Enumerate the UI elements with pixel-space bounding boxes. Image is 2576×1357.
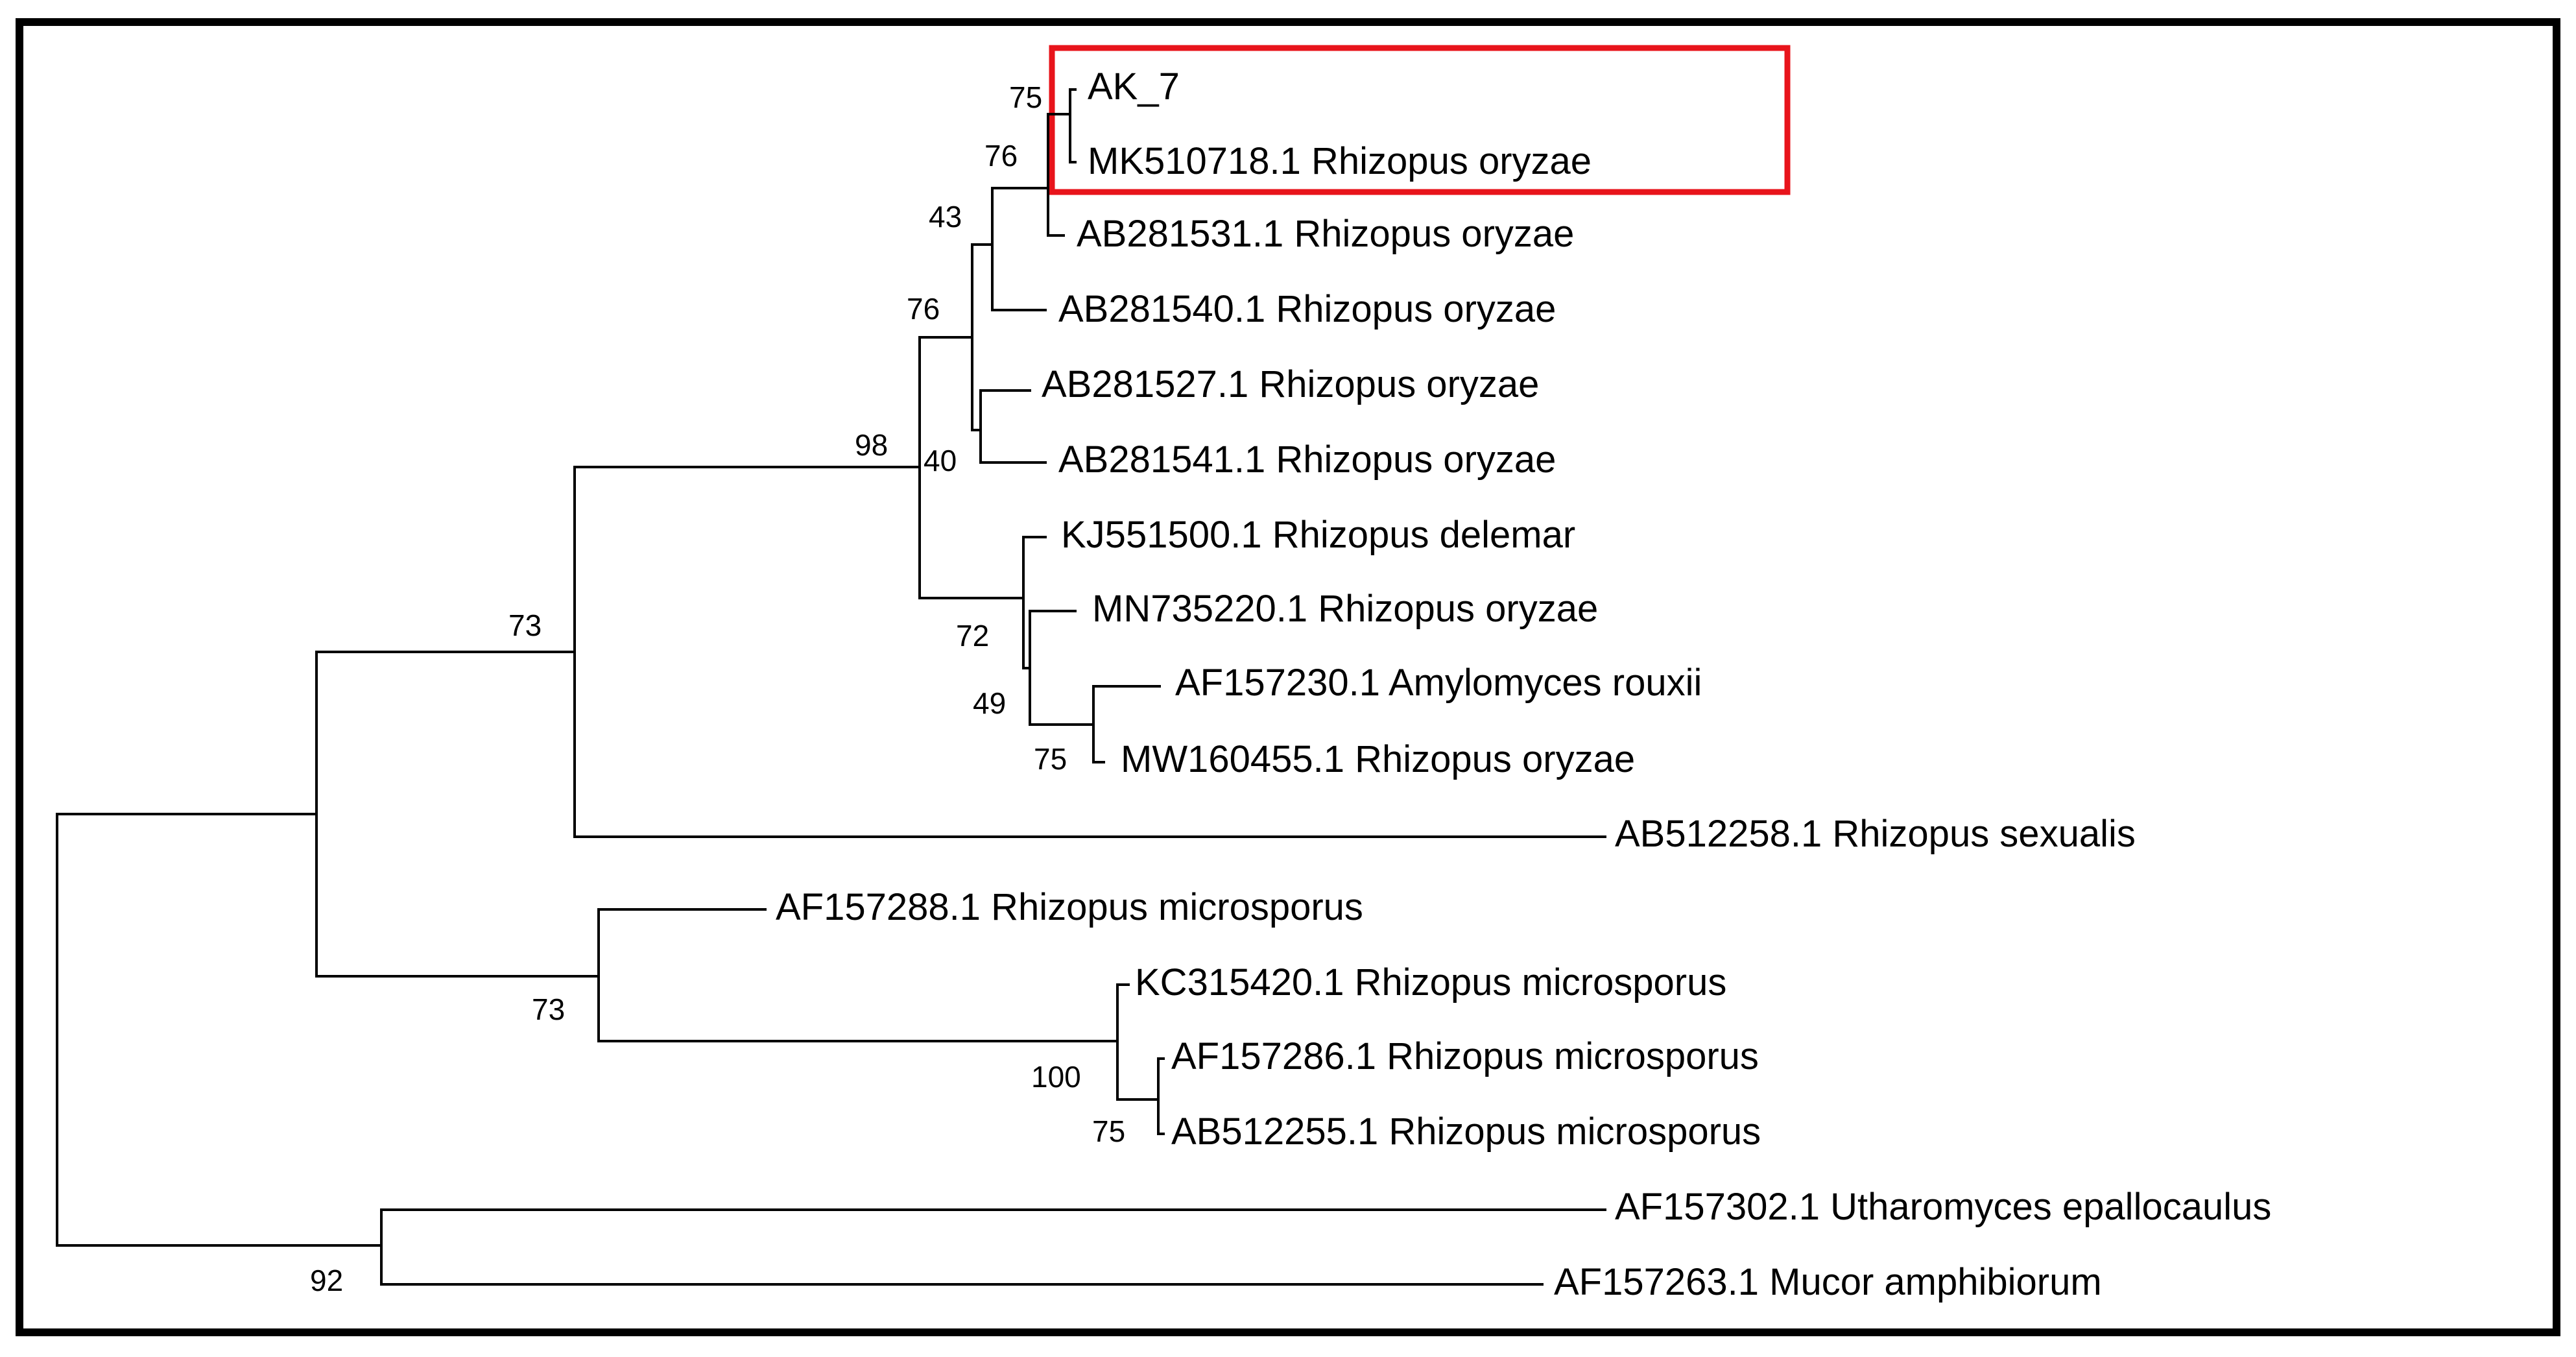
branch-40 bbox=[979, 389, 1047, 464]
leaf-label: KC315420.1 Rhizopus microsporus bbox=[1135, 961, 1726, 1003]
bootstrap-value: 98 bbox=[855, 428, 888, 462]
leaf-label: AB281531.1 Rhizopus oryzae bbox=[1077, 213, 1574, 255]
branch-oryzae-sexualis bbox=[573, 466, 1606, 838]
leaf-label: AF157230.1 Amylomyces rouxii bbox=[1175, 662, 1702, 704]
leaf-label: AF157302.1 Utharomyces epallocaulus bbox=[1615, 1186, 2271, 1228]
leaf-label: AF157288.1 Rhizopus microsporus bbox=[776, 886, 1363, 928]
branch-root bbox=[56, 813, 383, 1247]
leaf-label: AB281527.1 Rhizopus oryzae bbox=[1042, 363, 1539, 405]
bootstrap-value: 49 bbox=[973, 686, 1006, 720]
leaf-label: AF157286.1 Rhizopus microsporus bbox=[1171, 1035, 1759, 1077]
leaf-label: AK_7 bbox=[1088, 66, 1180, 108]
figure-border bbox=[16, 18, 2560, 1336]
bootstrap-value: 75 bbox=[1009, 80, 1042, 114]
branch-76-ab281531 bbox=[1047, 113, 1071, 237]
branch-72 bbox=[1022, 536, 1047, 669]
branch-75-af bbox=[1092, 685, 1161, 763]
bootstrap-value: 76 bbox=[907, 292, 940, 326]
branch-76-upper bbox=[971, 243, 994, 431]
bootstrap-value: 75 bbox=[1092, 1114, 1125, 1148]
bootstrap-value: 92 bbox=[310, 1264, 343, 1297]
bootstrap-value: 76 bbox=[984, 139, 1018, 173]
highlight-box bbox=[1049, 45, 1791, 195]
bootstrap-value: 73 bbox=[532, 992, 565, 1026]
bootstrap-value: 43 bbox=[929, 200, 962, 234]
leaf-label: MW160455.1 Rhizopus oryzae bbox=[1121, 738, 1635, 780]
bootstrap-value: 40 bbox=[924, 444, 957, 477]
bootstrap-value: 100 bbox=[1031, 1060, 1081, 1094]
branch-outgroup bbox=[380, 1208, 1606, 1286]
leaf-label: AB512255.1 Rhizopus microsporus bbox=[1171, 1111, 1761, 1153]
leaf-label: KJ551500.1 Rhizopus delemar bbox=[1061, 514, 1575, 556]
leaf-labels: AK_7 MK510718.1 Rhizopus oryzae AB281531… bbox=[776, 66, 2271, 1303]
branch-75-micro bbox=[1157, 1057, 1165, 1135]
leaf-label: MN735220.1 Rhizopus oryzae bbox=[1092, 588, 1598, 630]
branch-49 bbox=[1029, 610, 1095, 726]
leaf-label: AB281540.1 Rhizopus oryzae bbox=[1058, 288, 1556, 330]
branch-43 bbox=[991, 187, 1049, 311]
leaf-label: AB281541.1 Rhizopus oryzae bbox=[1058, 438, 1556, 481]
bootstrap-value: 75 bbox=[1034, 742, 1067, 776]
branch-ingroup bbox=[315, 651, 600, 978]
bootstrap-value: 73 bbox=[508, 608, 542, 642]
branch-micro-all bbox=[597, 908, 1119, 1042]
branch-75-ak7 bbox=[1069, 88, 1077, 163]
branch-100 bbox=[1116, 983, 1160, 1101]
branch-98 bbox=[918, 336, 1025, 599]
leaf-label: MK510718.1 Rhizopus oryzae bbox=[1088, 140, 1592, 182]
leaf-label: AF157263.1 Mucor amphibiorum bbox=[1554, 1261, 2102, 1303]
bootstrap-values: 75 76 43 76 40 98 73 72 49 75 100 75 73 … bbox=[310, 80, 1125, 1297]
leaf-label: AB512258.1 Rhizopus sexualis bbox=[1615, 813, 2136, 855]
bootstrap-value: 72 bbox=[956, 619, 989, 653]
tree-branches bbox=[56, 88, 1606, 1286]
